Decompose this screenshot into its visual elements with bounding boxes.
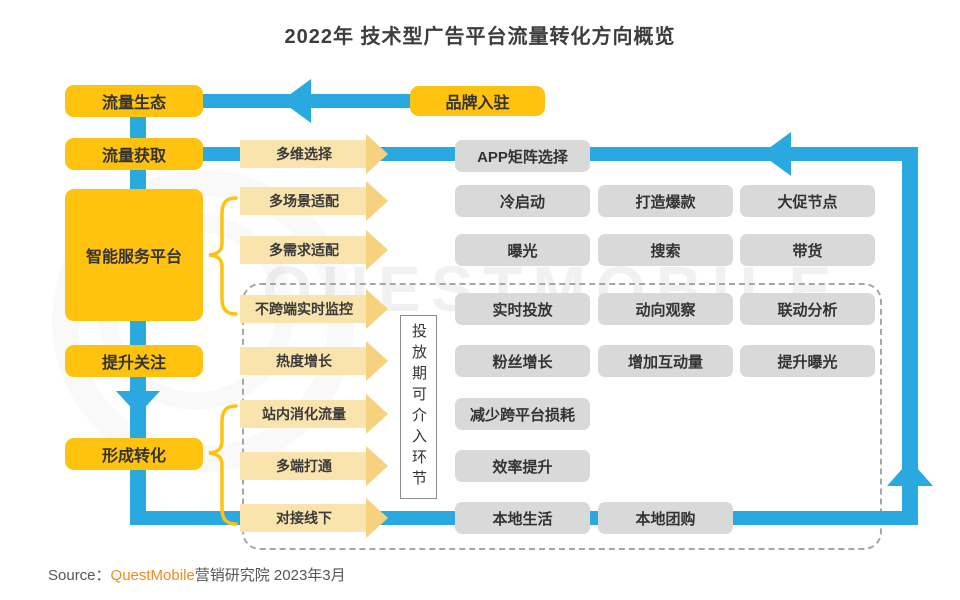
grid-box-reduce-cross-platform-loss: 减少跨平台损耗: [455, 398, 590, 430]
flow-arrow-heat-growth: 热度增长: [240, 341, 388, 381]
flow-arrow-body: [240, 347, 368, 375]
curly-brace-platform-icon: [208, 196, 238, 316]
flow-arrow-body: [240, 295, 368, 323]
grid-box-efficiency-boost: 效率提升: [455, 450, 590, 482]
source-prefix: Source：: [48, 567, 111, 584]
node-smart-service-platform: 智能服务平台: [65, 189, 203, 321]
flow-arrow-multi-end-connect: 多端打通: [240, 446, 388, 486]
flow-arrow-multi-demand-adapt: 多需求适配: [240, 230, 388, 270]
grid-box-realtime-delivery: 实时投放: [455, 293, 590, 325]
node-conversion: 形成转化: [65, 438, 203, 470]
up-arrowhead-icon: [887, 460, 933, 486]
grid-box-search: 搜索: [598, 234, 733, 266]
left-arrowhead-row1-icon: [761, 132, 791, 176]
source-brand: QuestMobile: [110, 567, 195, 584]
flow-arrow-label: 多维选择: [276, 146, 332, 162]
source-line: Source：QuestMobile营销研究院 2023年3月: [48, 564, 346, 585]
grid-box-fans-growth: 粉丝增长: [455, 345, 590, 377]
flow-arrowhead-icon: [366, 446, 388, 486]
flow-arrow-body: [240, 452, 368, 480]
flow-arrow-onsite-consume-traffic: 站内消化流量: [240, 394, 388, 434]
flow-arrow-offline-connect: 对接线下: [240, 498, 388, 538]
left-arrowhead-top-icon: [281, 79, 311, 123]
grid-box-linkage-analysis: 联动分析: [740, 293, 875, 325]
flow-arrow-body: [240, 236, 368, 264]
down-arrowhead-icon: [116, 391, 160, 415]
flow-arrow-body: [240, 187, 368, 215]
node-traffic-acquisition: 流量获取: [65, 138, 203, 170]
node-attention-boost: 提升关注: [65, 345, 203, 377]
grid-box-local-groupbuy: 本地团购: [598, 502, 733, 534]
flow-arrow-label: 多端打通: [276, 458, 332, 474]
flow-arrow-multi-dimension-select: 多维选择: [240, 134, 388, 174]
flow-arrow-label: 站内消化流量: [262, 406, 346, 422]
grid-box-exposure-boost: 提升曝光: [740, 345, 875, 377]
grid-box-hit-product: 打造爆款: [598, 185, 733, 217]
flow-arrowhead-icon: [366, 341, 388, 381]
curly-brace-conversion-icon: [208, 404, 238, 526]
grid-box-cold-start: 冷启动: [455, 185, 590, 217]
flow-arrowhead-icon: [366, 498, 388, 538]
grid-box-promo-node: 大促节点: [740, 185, 875, 217]
grid-box-local-life: 本地生活: [455, 502, 590, 534]
grid-box-trend-watch: 动向观察: [598, 293, 733, 325]
connector-right-vertical: [902, 147, 918, 525]
flow-arrowhead-icon: [366, 289, 388, 329]
flow-arrowhead-icon: [366, 394, 388, 434]
flow-arrow-label: 多需求适配: [269, 242, 339, 258]
flow-arrow-label: 多场景适配: [269, 193, 339, 209]
flow-arrow-body: [240, 400, 368, 428]
grid-box-interaction-boost: 增加互动量: [598, 345, 733, 377]
node-brand-entry: 品牌入驻: [410, 86, 545, 116]
flow-arrow-label: 不跨端实时监控: [255, 301, 353, 317]
flow-arrow-cross-end-realtime-monitor: 不跨端实时监控: [240, 289, 388, 329]
flow-arrowhead-icon: [366, 181, 388, 221]
flow-arrow-multi-scene-adapt: 多场景适配: [240, 181, 388, 221]
flow-arrow-body: [240, 504, 368, 532]
grid-box-ecommerce: 带货: [740, 234, 875, 266]
source-suffix: 营销研究院 2023年3月: [194, 567, 346, 584]
flow-arrowhead-icon: [366, 230, 388, 270]
flow-arrow-label: 热度增长: [276, 353, 332, 369]
flow-arrow-label: 对接线下: [276, 510, 332, 526]
page-title: 2022年 技术型广告平台流量转化方向概览: [284, 26, 676, 48]
vertical-note-campaign-phase: 投放期可介入环节: [400, 315, 437, 499]
node-traffic-ecology: 流量生态: [65, 85, 203, 117]
flow-arrowhead-icon: [366, 134, 388, 174]
grid-box-app-matrix: APP矩阵选择: [455, 140, 590, 172]
flow-arrow-body: [240, 140, 368, 168]
grid-box-exposure: 曝光: [455, 234, 590, 266]
